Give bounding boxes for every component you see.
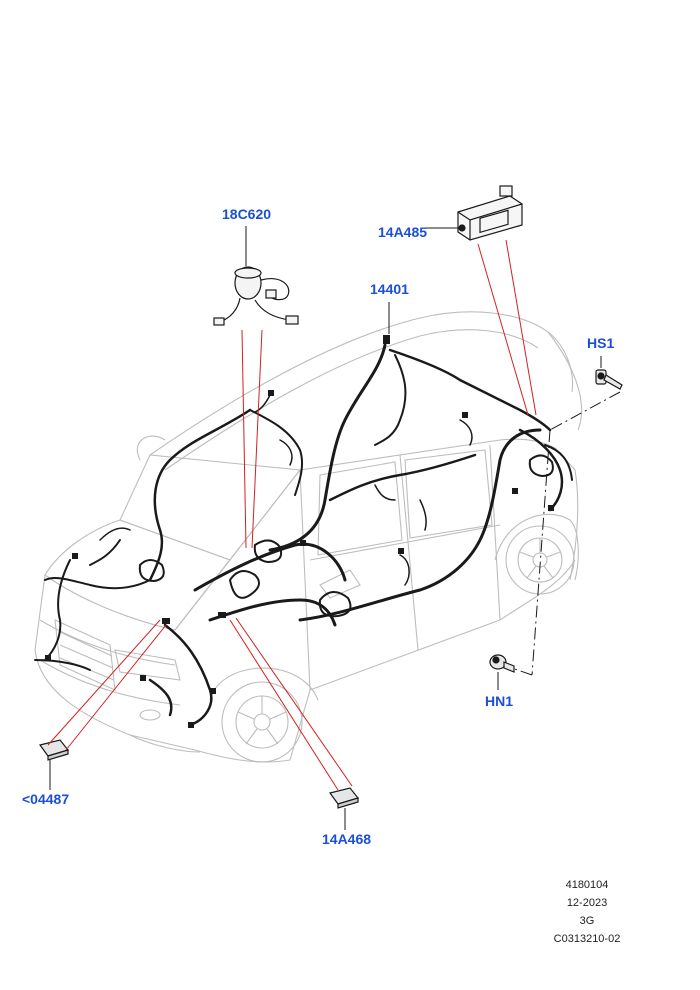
footer-code: 4180104 <box>565 879 609 891</box>
component-18c620 <box>213 266 299 326</box>
component-hs1 <box>595 369 623 390</box>
component-14a468 <box>328 787 360 809</box>
callout-14401: 14401 <box>370 281 409 297</box>
callout-04487: <04487 <box>22 791 70 807</box>
component-hn1 <box>489 654 515 673</box>
footer-ref: C0313210-02 <box>553 933 621 945</box>
callout-14a485: 14A485 <box>378 224 428 240</box>
vehicle-outline <box>34 311 583 763</box>
footer-date: 12-2023 <box>566 897 608 909</box>
callout-14a468: 14A468 <box>322 831 372 847</box>
red-leader-lines <box>47 239 537 791</box>
component-04487 <box>38 739 70 761</box>
wiring-harness <box>34 335 573 728</box>
callout-hs1: HS1 <box>587 335 615 351</box>
component-14a485 <box>457 185 523 241</box>
footer-variant: 3G <box>579 915 595 927</box>
callout-hn1: HN1 <box>485 693 514 709</box>
dash-dot-guides <box>511 391 621 676</box>
callout-18c620: 18C620 <box>222 206 272 222</box>
